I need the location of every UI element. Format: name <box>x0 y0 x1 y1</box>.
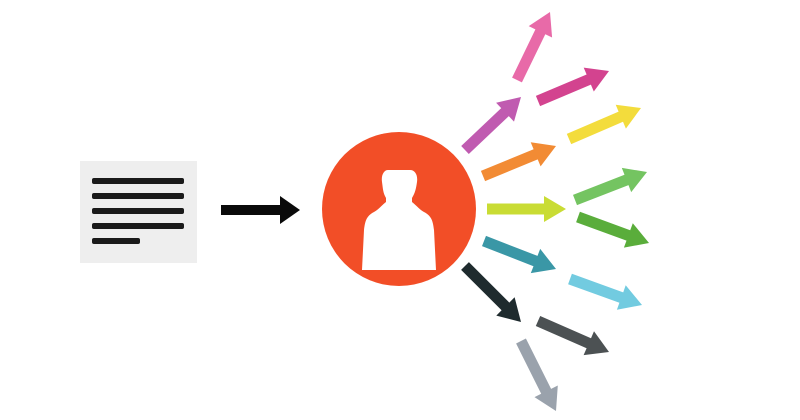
arrow-outer-3 <box>566 104 641 145</box>
person-icon <box>322 132 476 286</box>
arrow-outer-5 <box>576 211 649 248</box>
arrow-inner-4 <box>482 235 556 274</box>
arrow-outer-6 <box>568 273 642 310</box>
arrow-outer-1 <box>512 12 553 83</box>
document-line <box>92 178 184 184</box>
document-lines-icon <box>92 178 184 244</box>
input-arrow <box>221 196 300 224</box>
spread-arrows <box>461 12 649 411</box>
arrow-inner-3 <box>487 196 566 222</box>
arrow-outer-2 <box>535 67 609 107</box>
document-icon <box>80 161 197 263</box>
document-line <box>92 208 184 214</box>
input-arrow-head <box>280 196 300 224</box>
arrow-outer-7 <box>535 316 609 356</box>
person-silhouette-icon <box>362 170 436 270</box>
input-arrow-shaft <box>221 205 283 215</box>
arrow-outer-8 <box>516 338 558 411</box>
arrow-inner-1 <box>461 97 521 154</box>
arrow-outer-4 <box>573 167 647 206</box>
arrow-inner-5 <box>461 262 521 322</box>
document-line-short <box>92 238 140 244</box>
document-line <box>92 193 184 199</box>
arrow-inner-2 <box>480 142 556 182</box>
document-line <box>92 223 184 229</box>
